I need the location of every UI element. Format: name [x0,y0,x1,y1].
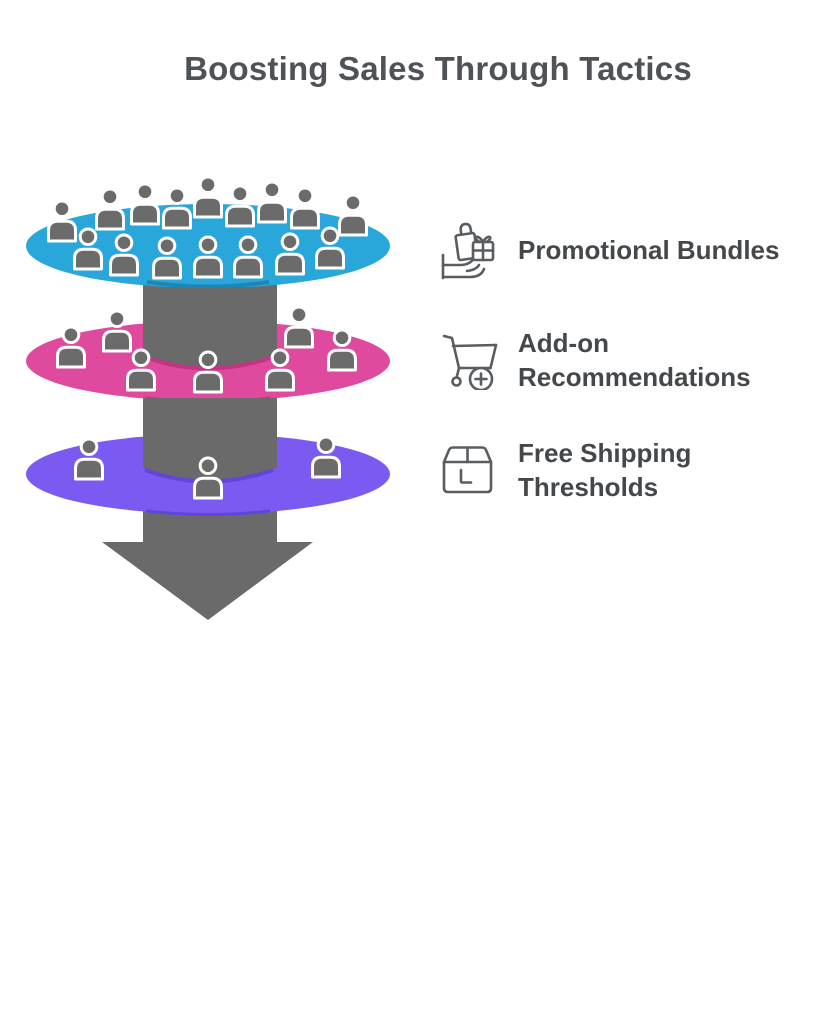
person-icon [284,305,314,349]
person-icon [225,184,255,228]
cart-add-icon [440,330,500,390]
tactic-label: Add-on Recommendations [518,328,751,392]
tactic-label: Free Shipping Thresholds [518,438,692,502]
column-through-level-2 [143,287,277,367]
funnel-level-1-edge [146,280,270,289]
person-icon [130,182,160,226]
person-icon [290,186,320,230]
column-through-level-3 [143,398,277,480]
person-icon [338,193,368,237]
person-icon [102,309,132,353]
funnel-level-3-front-edge [145,509,271,516]
page-title: Boosting Sales Through Tactics [184,50,692,87]
funnel-diagram [26,175,390,620]
package-box-icon [440,440,500,500]
gift-bundle-hand-icon [440,220,500,280]
person-icon [257,180,287,224]
person-icon [47,199,77,243]
tactic-row-free-shipping: Free Shipping Thresholds [440,434,819,506]
person-icon [193,175,223,219]
tactic-label: Promotional Bundles [518,235,780,265]
person-icon [95,187,125,231]
tactic-row-promotional-bundles: Promotional Bundles [440,214,819,286]
tactic-row-addon-recommendations: Add-on Recommendations [440,324,819,396]
person-icon [162,186,192,230]
